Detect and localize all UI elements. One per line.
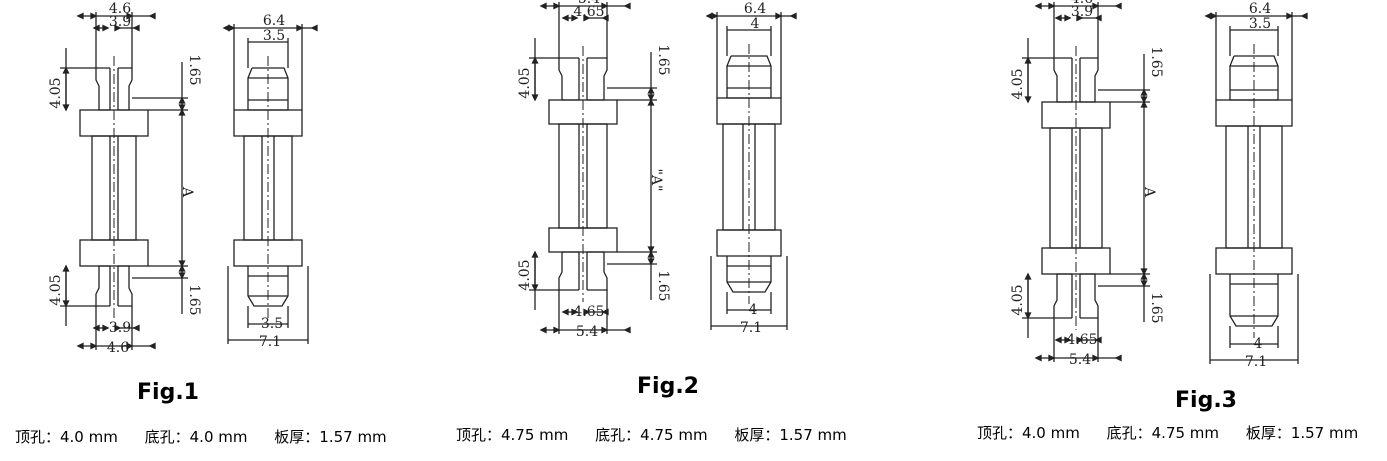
fig1-bottom-hole: 底孔：4.0 mm — [144, 428, 248, 446]
fig1-top-hole: 顶孔：4.0 mm — [15, 428, 118, 446]
fig2-right-top-inner-dim: 4 — [751, 16, 760, 32]
fig3-left-body-len-dim: A — [1141, 186, 1157, 198]
fig3-left-bottom-len-dim: 4.05 — [1010, 284, 1026, 315]
fig3-top-hole: 顶孔：4.0 mm — [977, 424, 1080, 442]
fig3-left-bottom-inner-dim: 4.65 — [1066, 332, 1097, 348]
fig1-title: Fig.1 — [137, 380, 199, 405]
fig2-specs: 顶孔：4.75 mm 底孔：4.75 mm 板厚：1.57 mm — [456, 424, 869, 445]
fig3-board: 板厚：1.57 mm — [1245, 424, 1359, 442]
fig2-left-bottom-inner-dim: 4.65 — [573, 304, 604, 320]
fig1-left-top-len-dim: 4.05 — [48, 77, 64, 108]
fig2-right-bottom-outer-dim: 7.1 — [740, 320, 762, 336]
fig2-left-bottom-len-dim: 4.05 — [517, 259, 533, 290]
fig1-left-top-inner-dim: 3.9 — [109, 14, 131, 30]
fig2-bottom-hole: 底孔：4.75 mm — [595, 426, 708, 444]
fig3-right-top-inner-dim: 3.5 — [1249, 16, 1271, 32]
fig1-board: 板厚：1.57 mm — [274, 428, 387, 446]
fig3-right-bottom-outer-dim: 7.1 — [1245, 354, 1267, 370]
fig3-left-bottom-outer-dim: 5.4 — [1069, 352, 1091, 368]
fig2-left-bottom-pin-dim: 1.65 — [655, 270, 671, 301]
fig3-title: Fig.3 — [1175, 388, 1237, 413]
fig1-right-bottom-inner-dim: 3.5 — [261, 316, 283, 332]
fig2-title: Fig.2 — [637, 374, 699, 399]
fig1-right-top-inner-dim: 3.5 — [263, 28, 285, 44]
fig3-bottom-hole: 底孔：4.75 mm — [1106, 424, 1220, 442]
fig3-left-top-len-dim: 4.05 — [1010, 68, 1026, 99]
fig2-left-body-len-dim: "A" — [648, 169, 664, 192]
fig1-right-top-outer-dim: 6.4 — [263, 13, 285, 29]
fig1-left-top-outer-dim: 4.6 — [109, 1, 131, 17]
fig3-left-top-outer-dim: 4.6 — [1071, 0, 1093, 7]
fig3-specs: 顶孔：4.0 mm 底孔：4.75 mm 板厚：1.57 mm — [977, 422, 1380, 443]
fig3-left-top-pin-dim: 1.65 — [1148, 46, 1164, 77]
fig1-left-bottom-len-dim: 4.05 — [48, 274, 64, 305]
fig1-left-top-pin-dim: 1.65 — [186, 54, 202, 85]
fig2-left-bottom-outer-dim: 5.4 — [576, 324, 598, 340]
fig1-left-bottom-inner-dim: 3.9 — [109, 320, 131, 336]
fig3-right-bottom-inner-dim: 4 — [1254, 336, 1263, 352]
fig3-left-bottom-pin-dim: 1.65 — [1148, 292, 1164, 323]
fig2-right-bottom-inner-dim: 4 — [749, 302, 758, 318]
fig2-left-top-inner-dim: 4.65 — [573, 4, 604, 20]
fig3-right-top-outer-dim: 6.4 — [1249, 1, 1271, 17]
fig1-left-bottom-pin-dim: 1.65 — [186, 284, 202, 315]
fig2-left-top-len-dim: 4.05 — [517, 67, 533, 98]
fig2-top-hole: 顶孔：4.75 mm — [456, 426, 569, 444]
fig2-board: 板厚：1.57 mm — [734, 426, 847, 444]
fig1-specs: 顶孔：4.0 mm 底孔：4.0 mm 板厚：1.57 mm — [15, 426, 409, 447]
fig2-left-top-outer-dim: 5.4 — [578, 0, 600, 7]
fig2-left-top-pin-dim: 1.65 — [655, 44, 671, 75]
fig1-left-body-len-dim: A — [179, 186, 195, 198]
fig1-right-bottom-outer-dim: 7.1 — [259, 334, 281, 350]
fig2-right-top-outer-dim: 6.4 — [744, 1, 766, 17]
fig1-left-bottom-outer-dim: 4.6 — [107, 340, 129, 356]
fig3-left-top-inner-dim: 3.9 — [1071, 4, 1093, 20]
